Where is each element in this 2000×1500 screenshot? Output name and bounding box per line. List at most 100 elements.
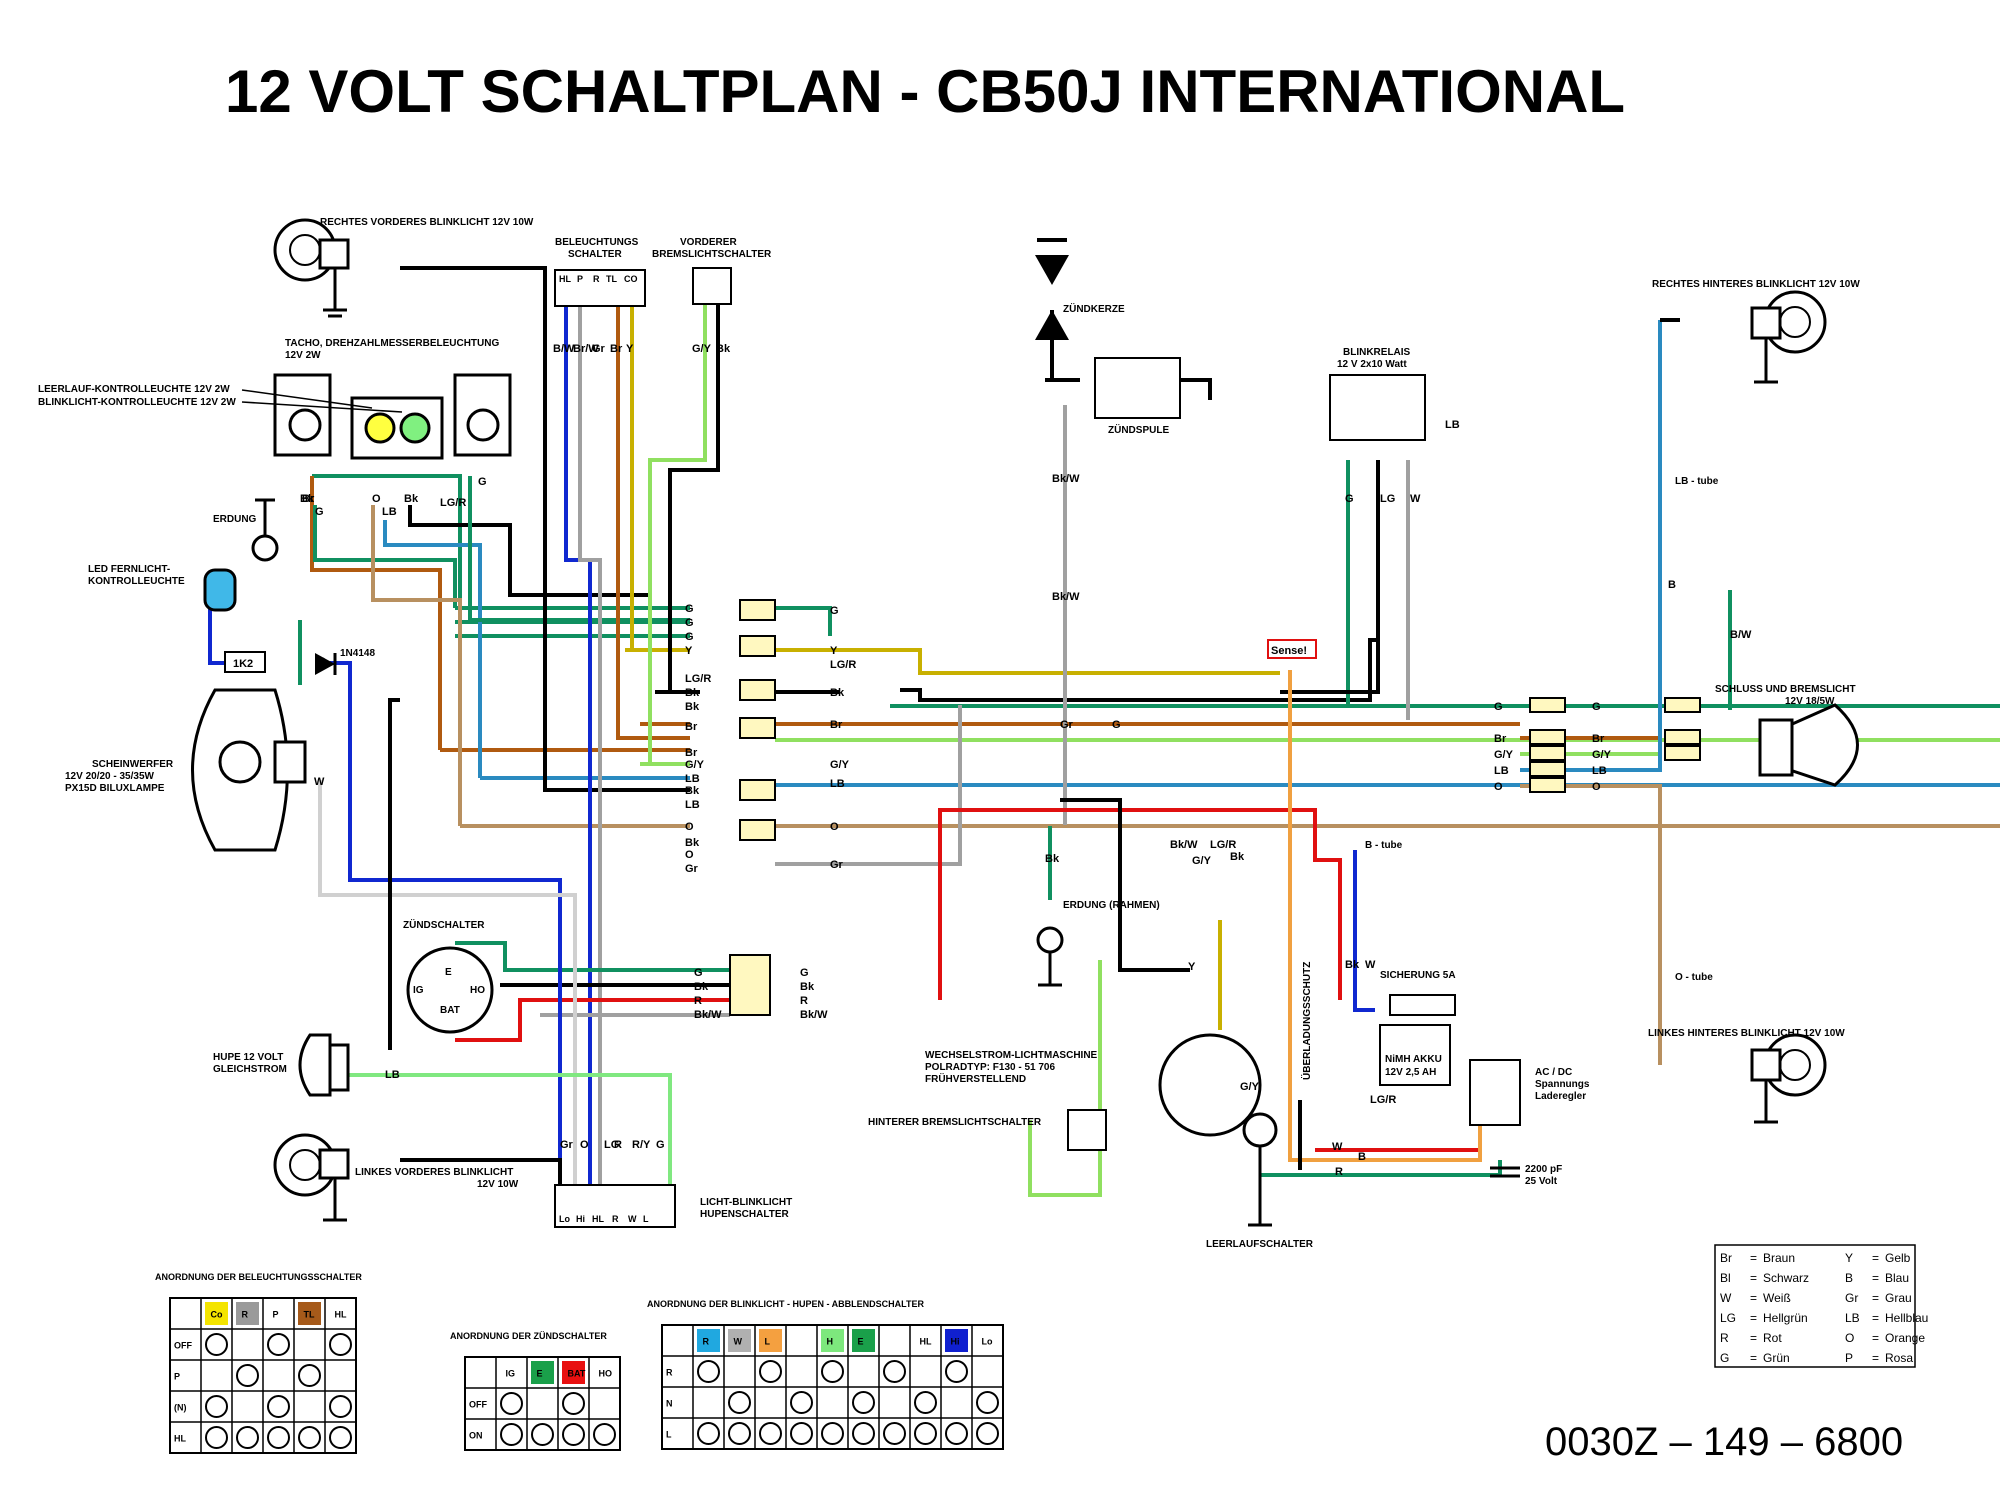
tail-label-2: 12V 18/5W <box>1785 696 1835 707</box>
wire-label: O <box>1494 781 1503 793</box>
rear-left-blinker-label: LINKES HINTERES BLINKLICHT 12V 10W <box>1648 1028 1845 1039</box>
legend-code: Gr <box>1845 1291 1858 1305</box>
legend-eq: = <box>1750 1271 1757 1285</box>
alternator-label-2: POLRADTYP: F130 - 51 706 <box>925 1062 1055 1073</box>
table-contact <box>236 1426 259 1449</box>
table-header-cell <box>976 1329 999 1352</box>
table-header: P <box>273 1310 279 1320</box>
wire-label: G <box>800 967 809 979</box>
horn-label-1: HUPE 12 VOLT <box>213 1052 283 1063</box>
wire-label: Br <box>610 343 623 355</box>
light-switch: BELEUCHTUNGS SCHALTER HL P R TL CO <box>554 237 646 307</box>
wire-label: G <box>478 476 487 488</box>
wire-label: R <box>1335 1166 1343 1178</box>
wire-label: LB <box>385 1069 400 1081</box>
table-header-cell <box>945 1329 968 1352</box>
wire-label: Gr <box>830 859 844 871</box>
legend-code: Br <box>1720 1251 1732 1265</box>
wire-label: LG/R <box>440 497 466 509</box>
table-header-cell <box>821 1329 844 1352</box>
table-header-cell <box>329 1302 352 1325</box>
legend-eq: = <box>1872 1351 1879 1365</box>
table-header: Lo <box>982 1337 993 1347</box>
diode-label: 1N4148 <box>340 648 375 659</box>
legend-code: P <box>1845 1351 1853 1365</box>
wire-label: B/W <box>553 343 575 355</box>
table-header-cell <box>883 1329 906 1352</box>
wire-label: Bk/W <box>800 1009 828 1021</box>
flasher-label-1: BLINKRELAIS <box>1343 347 1411 358</box>
front-left-blinker-label-1: LINKES VORDERES BLINKLICHT <box>355 1167 513 1178</box>
handlebar-label-1: LICHT-BLINKLICHT <box>700 1197 792 1208</box>
blinker-lamp-label: BLINKLICHT-KONTROLLEUCHTE 12V 2W <box>38 397 236 408</box>
headlight-label-1: SCHEINWERFER <box>92 759 174 770</box>
wire-label: G/Y <box>1592 749 1612 761</box>
table-header: H <box>827 1337 834 1347</box>
horn: HUPE 12 VOLT GLEICHSTROM <box>213 1033 350 1097</box>
wire-label: Bk <box>685 785 700 797</box>
legend-eq: = <box>1750 1291 1757 1305</box>
resistor-1k2: 1K2 <box>224 651 266 673</box>
table-contact <box>945 1360 968 1383</box>
table-contact <box>883 1422 906 1445</box>
ground-symbol: ERDUNG <box>213 498 279 562</box>
wire-label: Br <box>830 719 843 731</box>
table-row-label: L <box>666 1430 672 1440</box>
table-contact <box>205 1395 228 1418</box>
light-switch-label-1: BELEUCHTUNGS <box>555 237 639 248</box>
table-contact <box>205 1333 228 1356</box>
wire-label: LG <box>1380 493 1395 505</box>
table-contact <box>593 1423 616 1446</box>
wire-label: G <box>1592 701 1601 713</box>
fuse-label: SICHERUNG 5A <box>1380 970 1456 981</box>
light-pin-tl: TL <box>606 274 617 284</box>
headlight-label-3: PX15D BILUXLAMPE <box>65 783 165 794</box>
wire-label: G/Y <box>692 343 712 355</box>
wire-label: Br <box>1592 733 1605 745</box>
lb-tube-label: LB - tube <box>1675 476 1719 487</box>
legend-code: Y <box>1845 1251 1853 1265</box>
table-contact <box>329 1426 352 1449</box>
wire-label: LB <box>382 506 397 518</box>
table-row-label: R <box>666 1368 673 1378</box>
regulator-label-1: AC / DC <box>1535 1067 1572 1078</box>
wire-label: Bk/W <box>1052 591 1080 603</box>
table-contact <box>852 1422 875 1445</box>
rear-right-blinker-label: RECHTES HINTERES BLINKLICHT 12V 10W <box>1652 279 1860 290</box>
table-header-cell <box>531 1361 554 1384</box>
table-contact <box>531 1423 554 1446</box>
led-label-1: LED FERNLICHT- <box>88 564 170 575</box>
light-pin-r: R <box>593 274 600 284</box>
wire-label: G <box>830 605 839 617</box>
ign-pin-ig: IG <box>413 985 424 996</box>
tail-connectors <box>1529 697 1701 793</box>
table-contact <box>852 1391 875 1414</box>
wire-label: Bk/W <box>694 1009 722 1021</box>
table-title: ANORDNUNG DER BELEUCHTUNGSSCHALTER <box>155 1272 362 1282</box>
wires <box>208 266 2000 1197</box>
hb-pin-hl: HL <box>592 1214 604 1224</box>
wire-label: G <box>315 506 324 518</box>
table-contact <box>267 1426 290 1449</box>
table-header: HL <box>920 1337 932 1347</box>
wire-label: Gr <box>1060 719 1074 731</box>
tacho-lamps: TACHO, DREHZAHLMESSERBELEUCHTUNG 12V 2W … <box>38 338 512 460</box>
rear-brake-switch-label: HINTERER BREMSLICHTSCHALTER <box>868 1117 1042 1128</box>
rear-brake-switch: HINTERER BREMSLICHTSCHALTER <box>868 1109 1107 1151</box>
rear-right-blinker: RECHTES HINTERES BLINKLICHT 12V 10W <box>1652 279 1860 384</box>
wire-label: O <box>372 493 381 505</box>
wire-label: B <box>1668 579 1676 591</box>
ground-label: ERDUNG <box>213 514 257 525</box>
table-contact <box>728 1391 751 1414</box>
tacho-label-1: TACHO, DREHZAHLMESSERBELEUCHTUNG <box>285 338 499 349</box>
wire-label: Bk <box>685 701 700 713</box>
wire-label: Y <box>626 343 634 355</box>
table-header-cell <box>267 1302 290 1325</box>
table-header: R <box>703 1337 710 1347</box>
table-contact <box>945 1422 968 1445</box>
wire-label: LB <box>1445 419 1460 431</box>
legend-color-name: Orange <box>1885 1331 1925 1345</box>
wire-label: LG/R <box>830 659 856 671</box>
wire-label: O <box>830 821 839 833</box>
regulator-label-3: Laderegler <box>1535 1091 1586 1102</box>
